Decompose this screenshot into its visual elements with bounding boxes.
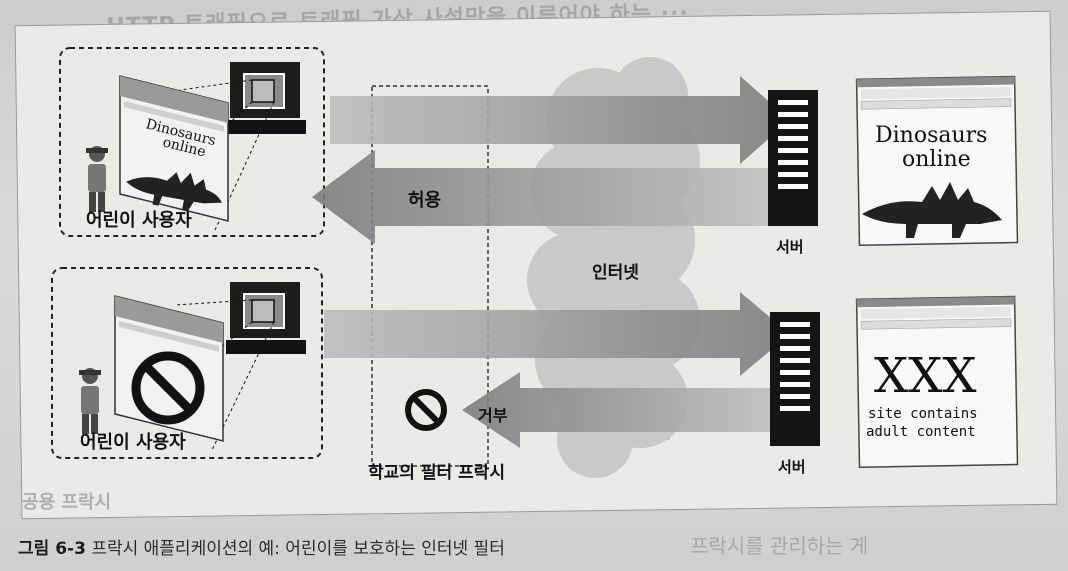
arrow-deny xyxy=(462,372,790,448)
child-user-icon-bottom xyxy=(79,368,101,434)
figure-caption: 그림 6-3 프락시 애플리케이션의 예: 어린이를 보호하는 인터넷 필터 xyxy=(18,534,505,559)
allow-label: 허용 xyxy=(408,190,442,211)
dinosaur-icon-small xyxy=(126,172,222,211)
browser-blocked xyxy=(855,295,1019,469)
bleed-through-caption: 프락시를 관리하는 게 xyxy=(690,534,869,558)
server-icon-bottom xyxy=(770,312,820,446)
server-icon-top xyxy=(768,90,818,226)
internet-label: 인터넷 xyxy=(592,263,639,283)
deny-label: 거부 xyxy=(478,406,508,425)
child-user-icon-top xyxy=(86,146,108,212)
child-user-label-bottom: 어린이 사용자 xyxy=(80,432,186,453)
blocked-line-2: adult content xyxy=(866,424,976,440)
arrow-request-bottom xyxy=(324,292,790,376)
school-proxy-box xyxy=(371,85,489,467)
no-entry-icon-proxy xyxy=(405,389,447,431)
dino-title-2: online xyxy=(902,147,971,172)
server-label-bottom: 서버 xyxy=(778,458,806,476)
school-proxy-label: 학교의 필터 프락시 xyxy=(368,463,505,483)
computer-bottom xyxy=(174,282,306,451)
dino-title-1: Dinosaurs xyxy=(875,123,987,148)
figure-number: 그림 6-3 xyxy=(18,539,86,559)
child-user-bottom-box xyxy=(51,267,323,459)
arrow-request-top xyxy=(330,76,790,164)
child-user-top-box xyxy=(59,47,325,237)
xxx-text: XXX xyxy=(874,348,977,404)
computer-top xyxy=(179,62,306,231)
server-label-top: 서버 xyxy=(776,238,804,256)
dinosaur-icon-large xyxy=(862,182,1002,238)
bleed-through-bottom: 공용 프락시 xyxy=(22,492,112,513)
no-entry-icon-large xyxy=(131,351,205,425)
blocked-line-1: site contains xyxy=(868,406,978,422)
figure-caption-text: 프락시 애플리케이션의 예: 어린이를 보호하는 인터넷 필터 xyxy=(91,539,505,559)
child-user-label-top: 어린이 사용자 xyxy=(86,210,192,231)
arrow-allow xyxy=(312,150,790,244)
